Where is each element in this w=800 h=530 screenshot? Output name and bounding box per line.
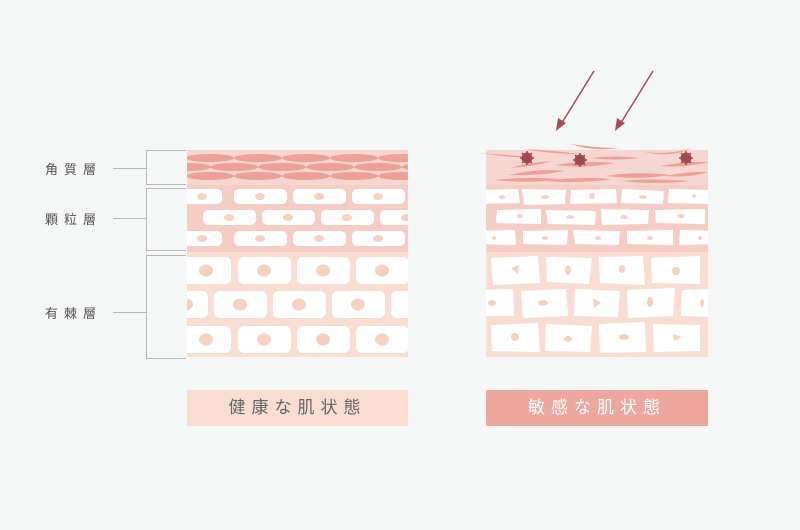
healthy-skin-diagram (187, 150, 408, 357)
stimulus-arrows (556, 70, 654, 131)
caption-sensitive-skin: 敏感な肌状態 (486, 390, 708, 426)
sensitive-skin-diagram (481, 70, 709, 357)
irritant-particles (520, 151, 693, 167)
label-stratum-corneum: 角質層 (45, 163, 103, 178)
caption-healthy-skin: 健康な肌状態 (187, 390, 408, 426)
label-stratum-spinosum: 有棘層 (45, 307, 103, 322)
layer-brackets (113, 150, 186, 359)
label-stratum-granulosum: 顆粒層 (45, 213, 103, 228)
